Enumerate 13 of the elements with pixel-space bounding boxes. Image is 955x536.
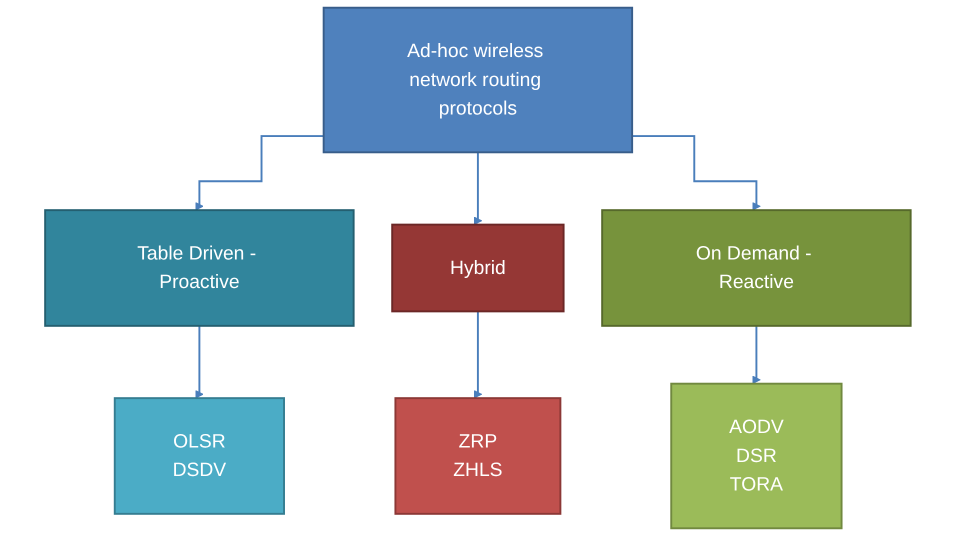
node-box: OLSR DSDV [113,397,285,515]
node-box: ZRP ZHLS [394,397,561,515]
node-box: Hybrid [390,224,564,312]
node-box: AODV DSR TORA [670,382,842,530]
arrow [752,324,760,384]
arrow [194,324,204,399]
arrow [194,135,324,211]
node-box: On Demand - Reactive [600,209,912,327]
arrow [473,151,482,225]
node-box: Table Driven - Proactive [44,209,354,327]
node-box: Ad-hoc wireless network routing protocols [322,6,633,154]
arrow [473,310,482,399]
arrow [632,135,760,211]
